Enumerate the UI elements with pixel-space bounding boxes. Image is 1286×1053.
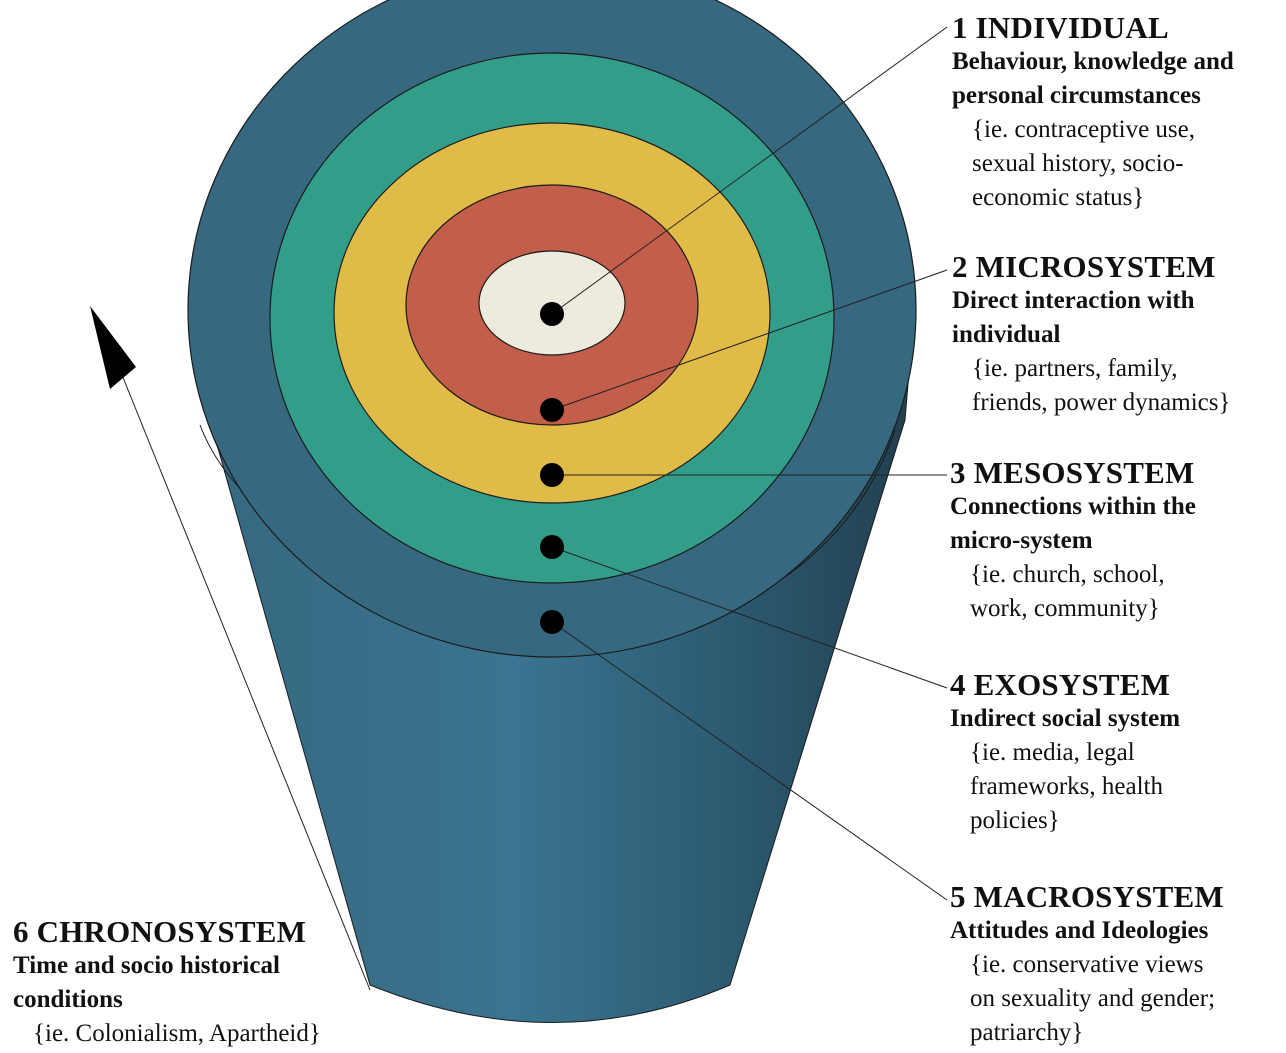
level-example: work, community}	[970, 595, 1160, 622]
label-macrosystem: 5 MACROSYSTEM Attitudes and Ideologies {…	[950, 880, 1224, 1050]
level-example: economic status}	[972, 184, 1145, 211]
dot-macrosystem	[540, 610, 564, 634]
level-subtitle: Attitudes and Ideologies	[950, 917, 1209, 944]
level-example: {ie. media, legal	[970, 739, 1135, 766]
level-example: sexual history, socio-	[972, 150, 1184, 177]
dot-microsystem	[540, 398, 564, 422]
level-subtitle: Direct interaction with	[952, 287, 1195, 314]
time-arrow-head	[90, 306, 136, 389]
level-example: {ie. partners, family,	[972, 355, 1178, 382]
dot-mesosystem	[540, 463, 564, 487]
label-individual: 1 INDIVIDUAL Behaviour, knowledge and pe…	[952, 11, 1234, 215]
level-example: {ie. conservative views	[970, 951, 1204, 978]
level-example: on sexuality and gender;	[970, 985, 1216, 1012]
level-title: 5 MACROSYSTEM	[950, 879, 1224, 914]
label-mesosystem: 3 MESOSYSTEM Connections within the micr…	[950, 456, 1196, 626]
level-subtitle: Behaviour, knowledge and	[952, 48, 1234, 75]
level-example: patriarchy}	[970, 1019, 1084, 1046]
dot-individual	[540, 302, 564, 326]
leader-line-individual	[551, 26, 948, 315]
level-example: {ie. church, school,	[970, 561, 1165, 588]
level-subtitle: conditions	[13, 986, 123, 1013]
leader-line-exosystem	[551, 546, 948, 689]
level-subtitle: Connections within the	[950, 493, 1196, 520]
level-example: policies}	[970, 807, 1060, 834]
level-subtitle: Time and socio historical	[13, 952, 280, 979]
label-exosystem: 4 EXOSYSTEM Indirect social system {ie. …	[950, 668, 1180, 838]
level-title: 1 INDIVIDUAL	[952, 10, 1169, 45]
dot-exosystem	[540, 535, 564, 559]
level-example: frameworks, health	[970, 773, 1163, 800]
level-subtitle: individual	[952, 321, 1061, 348]
level-subtitle: personal circumstances	[952, 82, 1201, 109]
label-chronosystem: 6 CHRONOSYSTEM Time and socio historical…	[13, 915, 321, 1051]
level-title: 3 MESOSYSTEM	[950, 455, 1195, 490]
label-microsystem: 2 MICROSYSTEM Direct interaction with in…	[952, 250, 1230, 420]
time-arrow-shaft	[117, 364, 371, 991]
level-example: {ie. contraceptive use,	[972, 116, 1196, 143]
level-title: 4 EXOSYSTEM	[950, 667, 1171, 702]
level-example: {ie. Colonialism, Apartheid}	[33, 1020, 321, 1047]
leader-line-macrosystem	[551, 621, 948, 901]
level-example: friends, power dynamics}	[972, 389, 1231, 416]
level-title: 6 CHRONOSYSTEM	[13, 914, 307, 949]
level-subtitle: Indirect social system	[950, 705, 1181, 732]
leader-line-microsystem	[551, 269, 948, 411]
level-subtitle: micro-system	[950, 527, 1093, 554]
level-title: 2 MICROSYSTEM	[952, 249, 1216, 284]
